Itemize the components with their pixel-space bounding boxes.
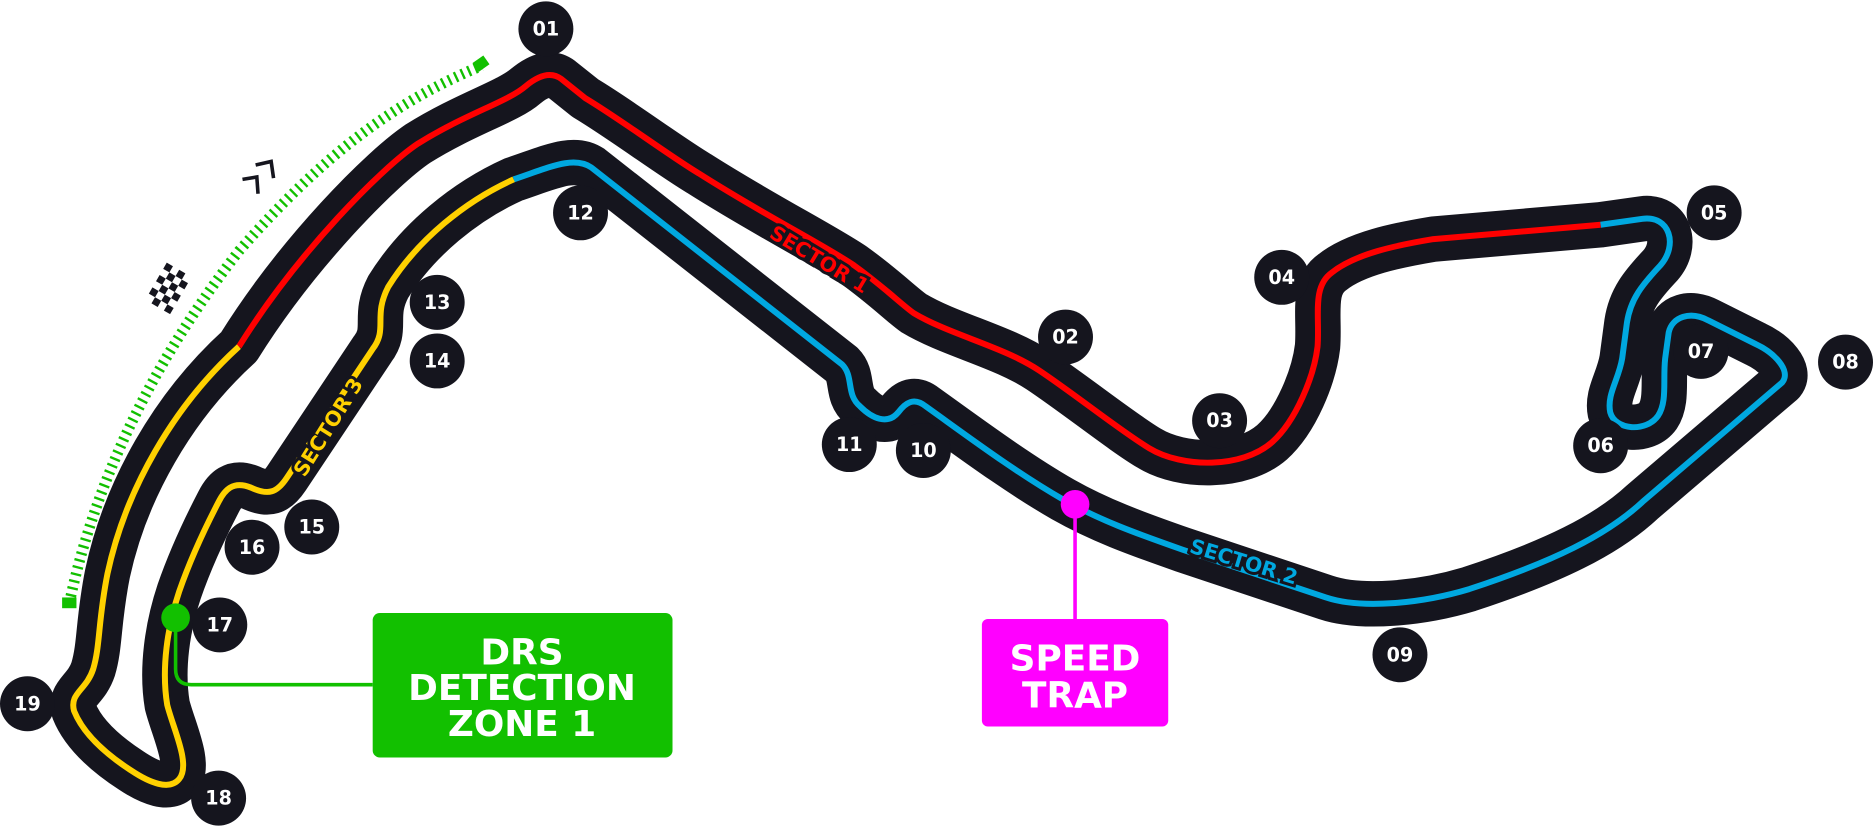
turn-number: 06	[1587, 434, 1614, 457]
drs-detection-point	[161, 603, 190, 633]
turn-marker-01: 01	[518, 1, 574, 57]
turn-number: 13	[424, 291, 451, 314]
turn-marker-circle	[1372, 627, 1428, 683]
turn-number: 19	[14, 692, 41, 715]
drs-detection-box	[372, 612, 673, 758]
turn-marker-13: 13	[409, 274, 465, 330]
turn-marker-circle	[192, 597, 248, 653]
turn-marker-circle	[518, 1, 574, 57]
turn-number: 07	[1688, 340, 1715, 363]
turn-marker-circle	[224, 519, 280, 575]
turn-marker-circle	[821, 417, 877, 473]
turn-marker-09: 09	[1372, 627, 1428, 683]
sector-2-line	[512, 159, 1788, 607]
turn-marker-circle	[409, 274, 465, 330]
turn-marker-05: 05	[1686, 185, 1742, 241]
turn-marker-12: 12	[553, 185, 609, 241]
direction-chevron-icon	[242, 159, 276, 194]
turn-marker-circle	[1254, 249, 1310, 305]
speed-trap-box	[981, 618, 1169, 727]
drs-label-line-3: ZONE 1	[448, 704, 596, 745]
turn-marker-19: 19	[0, 676, 55, 732]
turn-number: 16	[239, 536, 266, 559]
turn-number: 09	[1387, 643, 1414, 666]
turn-number: 12	[567, 201, 594, 224]
turn-number: 15	[298, 515, 325, 538]
turn-marker-17: 17	[192, 597, 248, 653]
speed-trap-line-1: SPEED	[1010, 638, 1141, 679]
checkered-flag-icon	[148, 262, 189, 315]
drs-label-line-2: DETECTION	[408, 668, 636, 709]
turn-marker-circle	[1673, 323, 1729, 379]
turn-marker-08: 08	[1818, 334, 1873, 390]
turn-number: 10	[910, 439, 937, 462]
turn-number: 04	[1268, 266, 1295, 289]
turn-marker-circle	[409, 333, 465, 389]
turn-number: 14	[424, 349, 451, 372]
turn-marker-16: 16	[224, 519, 280, 575]
drs-zone-end-mark	[472, 55, 490, 72]
drs-zone-marker	[64, 60, 484, 605]
turn-marker-04: 04	[1254, 249, 1310, 305]
drs-zone-start-mark	[62, 597, 77, 609]
turn-marker-circle	[0, 676, 55, 732]
drs-detection-leader	[173, 617, 373, 687]
turn-marker-circle	[284, 499, 340, 555]
turn-marker-03: 03	[1192, 393, 1248, 449]
turn-number: 18	[205, 787, 232, 810]
turn-marker-18: 18	[191, 770, 247, 826]
turn-marker-circle	[553, 185, 609, 241]
turn-number: 01	[533, 17, 560, 40]
turn-number: 02	[1052, 326, 1079, 349]
turn-marker-11: 11	[821, 417, 877, 473]
drs-label-line-1: DRS	[480, 632, 563, 673]
turn-marker-circle	[191, 770, 247, 826]
speed-trap-line-2: TRAP	[1022, 675, 1128, 716]
turn-number: 11	[836, 433, 863, 456]
turn-marker-circle	[1818, 334, 1873, 390]
turn-marker-circle	[1573, 418, 1629, 474]
sector-3-line	[70, 176, 515, 788]
turn-marker-14: 14	[409, 333, 465, 389]
turn-number: 05	[1701, 201, 1728, 224]
turn-marker-circle	[1686, 185, 1742, 241]
turn-marker-07: 07	[1673, 323, 1729, 379]
turn-marker-10: 10	[895, 423, 951, 479]
turn-marker-circle	[1038, 309, 1093, 365]
turn-marker-02: 02	[1038, 309, 1093, 365]
turn-marker-circle	[895, 423, 951, 479]
turn-number: 03	[1206, 409, 1233, 432]
turn-marker-15: 15	[284, 499, 340, 555]
turn-marker-circle	[1192, 393, 1248, 449]
speed-trap-point	[1060, 489, 1090, 519]
turn-marker-06: 06	[1573, 418, 1629, 474]
turn-number: 17	[206, 613, 233, 636]
turn-number: 08	[1832, 351, 1859, 374]
sector-1-line	[236, 72, 1601, 466]
